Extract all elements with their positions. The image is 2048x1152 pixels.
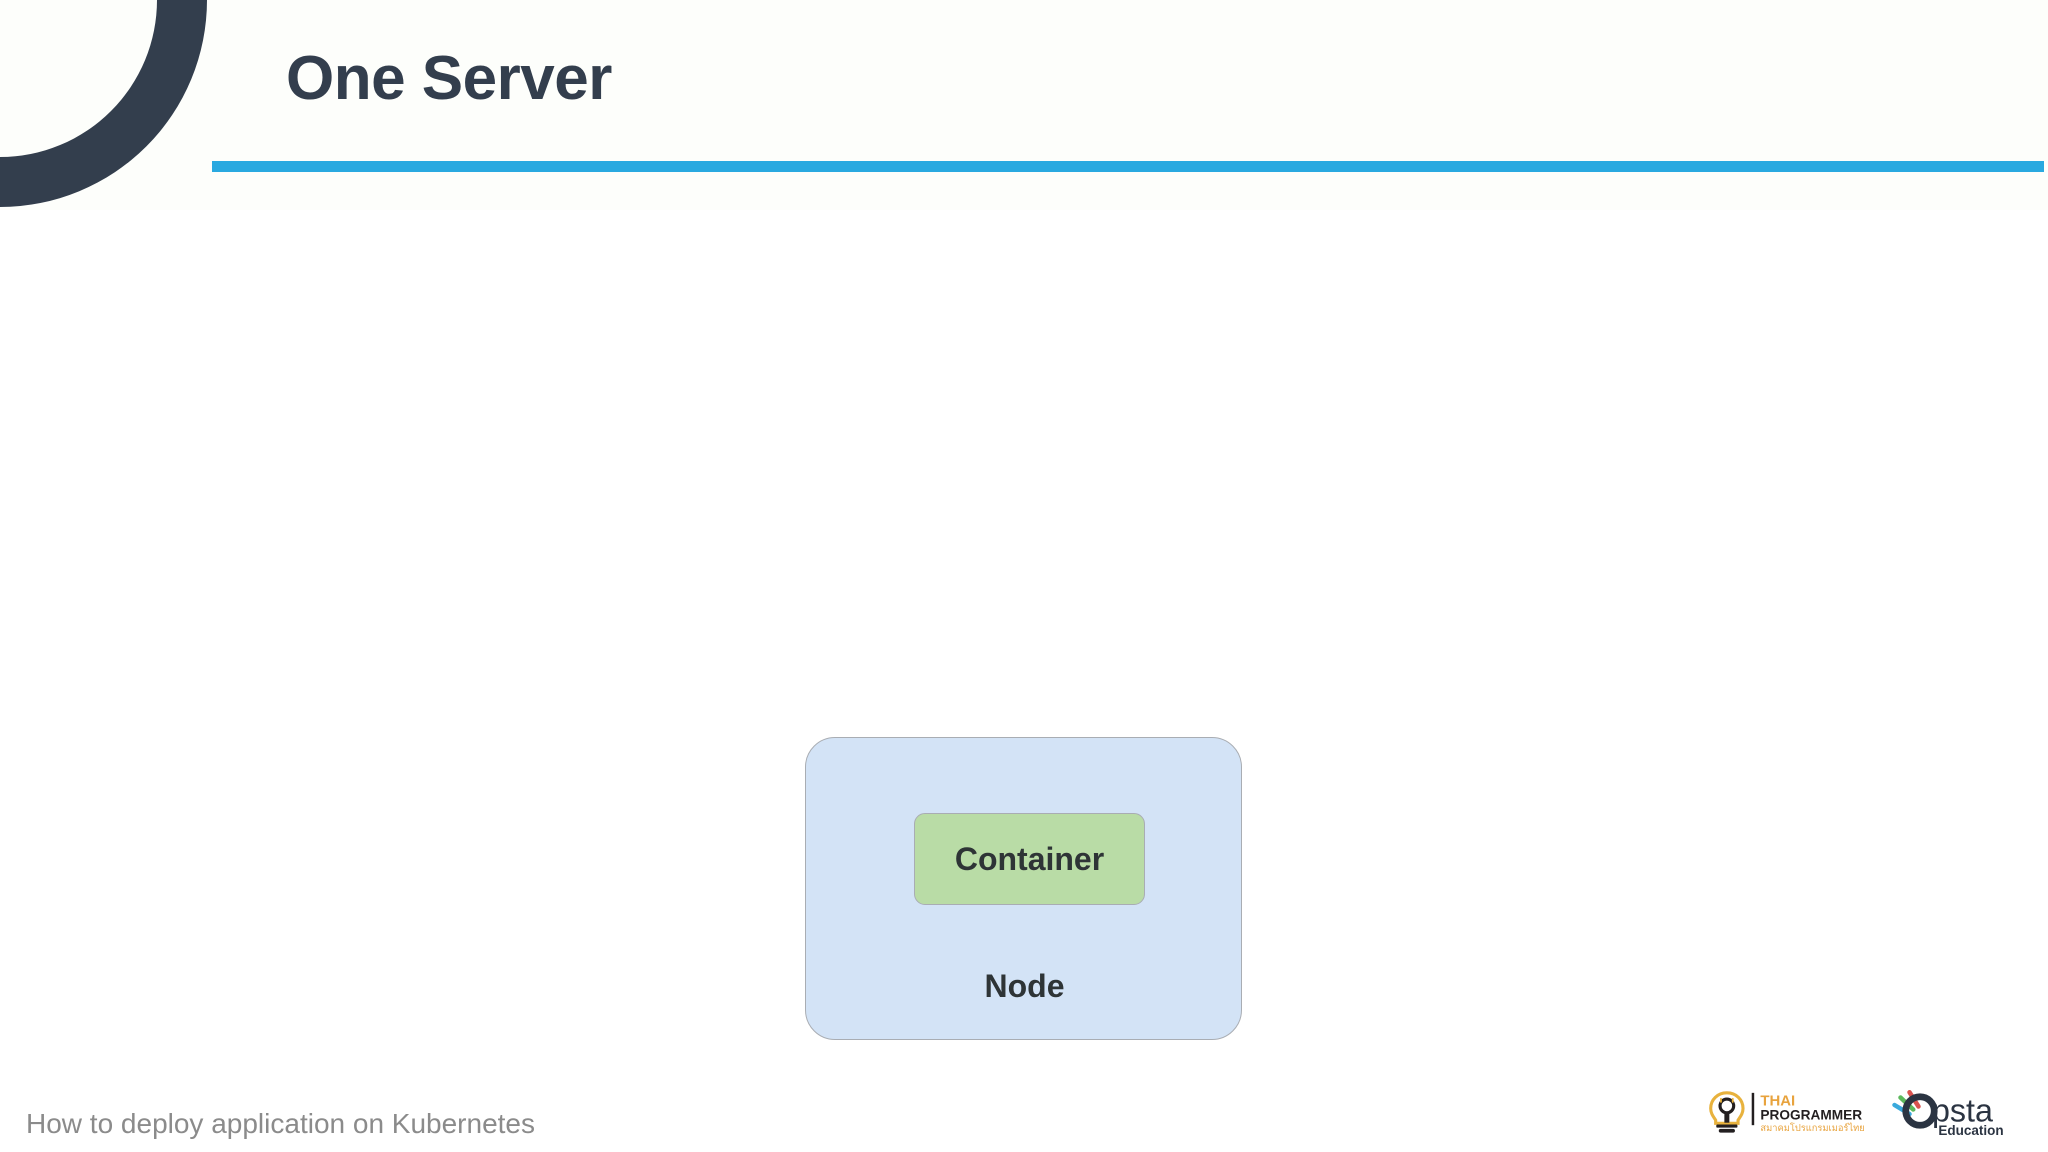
architecture-diagram: Container Node — [805, 737, 1242, 1040]
opsta-logo: psta Education — [1892, 1090, 2004, 1138]
container-box: Container — [914, 813, 1145, 905]
title-accent-rule — [212, 161, 2044, 172]
thai-programmer-line3: สมาคมโปรแกรมเมอร์ไทย — [1760, 1121, 1864, 1133]
page-title: One Server — [286, 44, 612, 113]
thai-programmer-line1: THAI — [1760, 1093, 1795, 1109]
opsta-subtitle: Education — [1938, 1123, 2003, 1138]
header-band — [0, 0, 2048, 210]
opsta-o-mark — [1902, 1093, 1938, 1129]
container-label: Container — [954, 841, 1105, 877]
thai-programmer-logo: THAI PROGRAMMER สมาคมโปรแกรมเมอร์ไทย — [1709, 1090, 1865, 1133]
node-label: Node — [984, 968, 1065, 1004]
node-box: Container Node — [805, 737, 1242, 1040]
footer-caption: How to deploy application on Kubernetes — [26, 1108, 536, 1139]
logo-divider — [1751, 1092, 1755, 1125]
lightbulb-icon — [1709, 1090, 1745, 1133]
thai-programmer-line2: PROGRAMMER — [1760, 1107, 1862, 1122]
footer-logos: THAI PROGRAMMER สมาคมโปรแกรมเมอร์ไทย pst… — [1702, 1076, 2040, 1146]
opsta-wordmark: psta — [1932, 1093, 1993, 1129]
